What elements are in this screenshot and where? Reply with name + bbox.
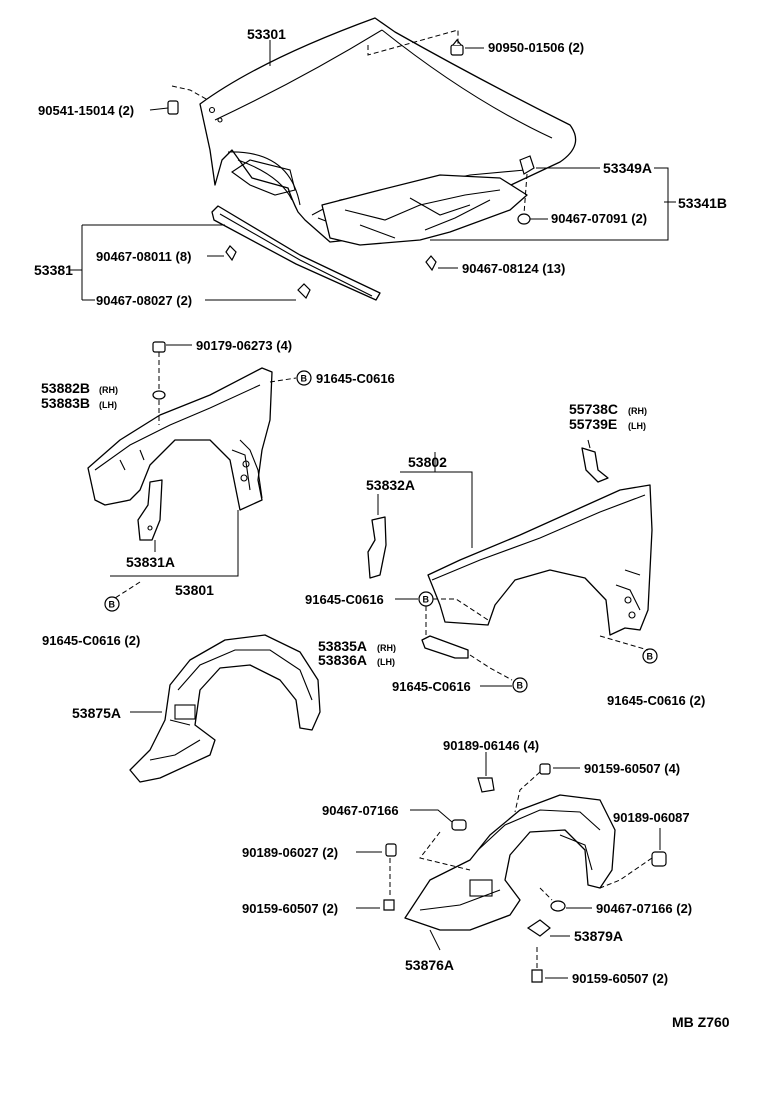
label-90467-08011: 90467-08011 (8) [96,249,191,264]
svg-text:B: B [109,600,116,610]
left-fender-fasteners [152,341,166,400]
label-53301: 53301 [247,26,286,42]
label-55738c-side: (RH) [628,406,647,416]
svg-text:B: B [647,652,654,662]
svg-text:B: B [423,595,430,605]
right-fender-liner [404,794,616,931]
label-90467-08124: 90467-08124 (13) [462,261,565,276]
label-91645-c0616-mid: 91645-C0616 [305,592,384,607]
hood-leaders [70,29,676,301]
label-53835a-side: (RH) [377,643,396,653]
label-90950-01506: 90950-01506 (2) [488,40,584,55]
label-90159-60507-c: 90159-60507 (2) [572,971,668,986]
label-55739e-side: (LH) [628,421,646,431]
label-91645-c0616-right: 91645-C0616 (2) [607,693,705,708]
left-fender-liner [129,634,321,783]
label-91645-c0616-low: 91645-C0616 [392,679,471,694]
label-53875a: 53875A [72,705,121,721]
label-90467-07166-a: 90467-07166 [322,803,399,818]
label-90467-07091: 90467-07091 (2) [551,211,647,226]
label-90467-08027: 90467-08027 (2) [96,293,192,308]
diagram-code: MB Z760 [672,1014,730,1030]
label-53836a-side: (LH) [377,657,395,667]
label-91645-c0616-top: 91645-C0616 [316,371,395,386]
right-liner-fasteners [383,763,667,983]
label-53883b: 53883B [41,395,90,411]
svg-text:B: B [301,374,308,384]
label-53801: 53801 [175,582,214,598]
label-90467-07166-b: 90467-07166 (2) [596,901,692,916]
left-fender-leaders [110,344,297,601]
label-90189-06146: 90189-06146 (4) [443,738,539,753]
left-fender [87,367,273,511]
label-53831a: 53831A [126,554,175,570]
label-53349a: 53349A [603,160,652,176]
label-90159-60507-b: 90159-60507 (2) [242,901,338,916]
right-fender-leaders [377,439,649,687]
hood-inner-panel [231,159,528,246]
label-53879a: 53879A [574,928,623,944]
label-53381: 53381 [34,262,73,278]
svg-text:B: B [517,681,524,691]
label-53835a: 53835A [318,638,367,654]
bolt-symbols [104,370,658,693]
label-90541-15014: 90541-15014 (2) [38,103,134,118]
label-53802: 53802 [408,454,447,470]
label-53832a: 53832A [366,477,415,493]
label-55739e: 55739E [569,416,617,432]
bolt-symbol-letters: B B B B B [109,374,654,691]
label-90189-06027: 90189-06027 (2) [242,845,338,860]
label-53876a: 53876A [405,957,454,973]
right-fender [427,484,653,636]
label-53836a: 53836A [318,652,367,668]
right-liner-leaders [356,752,661,979]
label-55738c: 55738C [569,401,618,417]
hood-fasteners [167,39,535,300]
part-labels: 53301 90950-01506 (2) 90541-15014 (2) 53… [34,26,730,1030]
label-91645-c0616-left: 91645-C0616 (2) [42,633,140,648]
label-53882b: 53882B [41,380,90,396]
right-fender-brackets [367,447,609,659]
left-fender-bracket [137,479,163,541]
label-53882b-side: (RH) [99,385,118,395]
label-90189-06087: 90189-06087 [613,810,690,825]
label-53883b-side: (LH) [99,400,117,410]
label-53341b: 53341B [678,195,727,211]
hood-seal-strip [211,205,381,301]
label-90179-06273: 90179-06273 (4) [196,338,292,353]
label-90159-60507-a: 90159-60507 (4) [584,761,680,776]
